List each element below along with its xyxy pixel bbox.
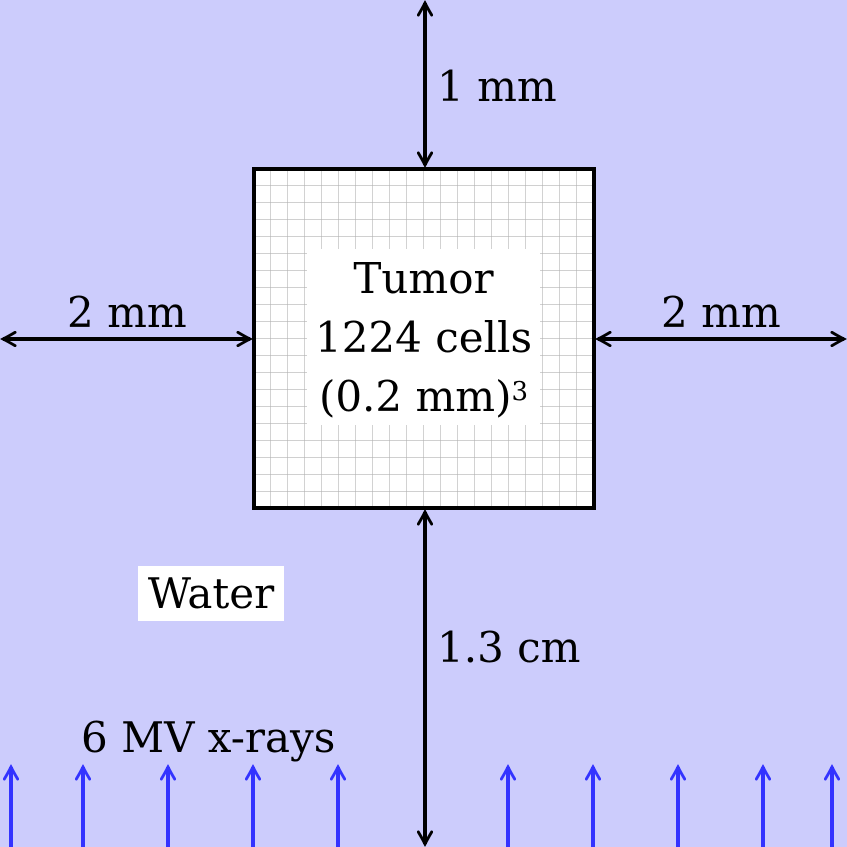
- left-dimension-label: 2 mm: [67, 288, 187, 337]
- right-dimension-label: 2 mm: [661, 288, 781, 337]
- tumor-cell-size: (0.2 mm)3: [318, 372, 529, 421]
- tumor-label: Tumor 1224 cells (0.2 mm)3: [307, 249, 540, 425]
- tumor-title: Tumor: [353, 254, 494, 303]
- bottom-dimension-label: 1.3 cm: [437, 623, 581, 672]
- xray-beam-arrows: [11, 767, 832, 847]
- water-label: Water: [138, 566, 284, 621]
- tumor-cell-count: 1224 cells: [314, 313, 533, 362]
- xray-beam-label: 6 MV x-rays: [81, 713, 336, 762]
- top-dimension-label: 1 mm: [437, 62, 557, 111]
